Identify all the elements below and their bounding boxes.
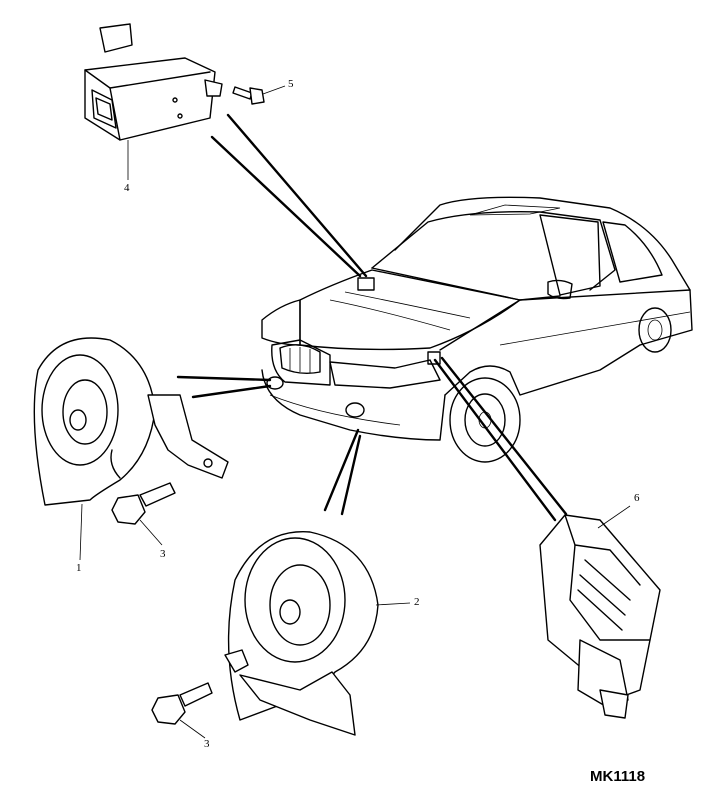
callout-3-lower: 3 — [204, 738, 210, 750]
horn-bolt-upper-part — [111, 482, 176, 546]
ecu-location-marker — [427, 351, 441, 365]
car-illustration — [261, 196, 693, 463]
leader-lines — [176, 113, 568, 522]
horn-high-tone-part — [33, 337, 229, 561]
callout-5: 5 — [288, 78, 294, 90]
callout-2: 2 — [414, 596, 420, 608]
horn-low-tone-part — [224, 531, 411, 736]
callout-6: 6 — [634, 492, 640, 504]
horn-bolt-lower-part — [151, 682, 213, 739]
callout-3-upper: 3 — [160, 548, 166, 560]
callout-1: 1 — [76, 562, 82, 574]
relay-location-marker — [357, 277, 375, 291]
relay-screw-part — [232, 85, 286, 105]
figure-reference-code: MK1118 — [590, 768, 646, 785]
callout-4: 4 — [124, 182, 130, 194]
control-unit-part — [539, 505, 661, 719]
horn-relay-part — [84, 23, 223, 180]
